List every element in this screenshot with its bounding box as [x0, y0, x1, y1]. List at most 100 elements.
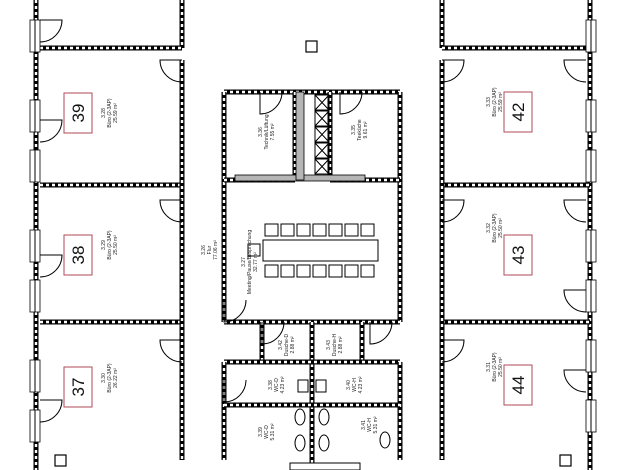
shaft-cross	[314, 126, 330, 143]
core-room-label-name: Technik/Lüftung	[264, 114, 270, 149]
chair	[264, 264, 279, 278]
core-room-label-id: 3.35	[351, 125, 357, 135]
room-number-badge: 39	[63, 92, 93, 134]
core-room-label-id: 3.40	[346, 380, 352, 390]
office-label-name: Büro (2-3AP)	[107, 98, 113, 128]
office-label-id: 3.28	[101, 108, 107, 118]
door-swing	[223, 299, 247, 323]
shaft-cell	[314, 94, 330, 111]
core-room-label-area: 5.31 m²	[270, 423, 276, 440]
room-number-box	[503, 364, 533, 406]
core-room-label-area: 77.06 m²	[213, 240, 219, 260]
room-number-badge: 43	[503, 234, 533, 276]
door-swing	[339, 91, 363, 115]
office-label-area: 25.59 m²	[113, 103, 119, 123]
shaft-cell	[314, 126, 330, 143]
office-label-area: 25.59 m²	[498, 92, 504, 112]
core-room-label-id: 3.26	[201, 245, 207, 255]
walls	[29, 0, 597, 470]
room-number: 38	[69, 246, 88, 265]
core-room-label-id: 3.41	[361, 420, 367, 430]
core-room-label-area: 4.23 m²	[358, 376, 364, 393]
core-room-label-area: 4.23 m²	[280, 376, 286, 393]
door-swing	[223, 379, 247, 403]
door-swing	[39, 399, 63, 423]
core-room-label-area: 5.31 m²	[373, 416, 379, 433]
shaft-cell	[314, 110, 330, 127]
room-number: 42	[509, 103, 528, 122]
room-number: 44	[509, 376, 528, 395]
chair	[312, 264, 327, 278]
door-swing	[563, 289, 587, 313]
door-swing	[563, 59, 587, 83]
door-swing	[259, 91, 283, 115]
staircase	[289, 462, 361, 470]
core-room-label-name: Dusche-D	[284, 333, 290, 356]
core-room-label-name: WC-D	[274, 378, 280, 392]
room-number: 43	[509, 246, 528, 265]
door-swing	[563, 369, 587, 393]
office-label-name: Büro (2-3AP)	[492, 87, 498, 117]
fixtures	[39, 19, 587, 470]
core-room-label-name: Flur	[207, 245, 213, 254]
office-label-name: Büro (2-3AP)	[107, 363, 113, 393]
core-room-label-name: Dusche-H	[332, 333, 338, 356]
core-room-label-id: 3.39	[258, 427, 264, 437]
office-label-id: 3.31	[486, 362, 492, 372]
core-room-label-name: Meeting/Pause/Besprechung	[247, 230, 253, 294]
shaft-cross	[314, 110, 330, 127]
office-label-id: 3.33	[486, 97, 492, 107]
chair	[247, 243, 261, 257]
door-swing	[39, 19, 63, 43]
office-label-area: 26.22 m²	[113, 368, 119, 388]
chair	[264, 223, 279, 237]
pipe-shaft	[295, 91, 305, 181]
column	[559, 454, 572, 467]
room-number-box	[63, 92, 93, 134]
office-label-name: Büro (2-3AP)	[492, 352, 498, 382]
office-label-name: Büro (2-3AP)	[107, 230, 113, 260]
shaft-cell	[314, 158, 330, 175]
chair	[296, 264, 311, 278]
column	[54, 454, 67, 467]
room-number-badge: 37	[63, 366, 93, 408]
door-swing	[261, 321, 285, 345]
office-label-name: Büro (2-3AP)	[492, 213, 498, 243]
chair	[328, 223, 343, 237]
toilet	[294, 408, 306, 426]
meeting-table	[262, 239, 379, 262]
office-label-area: 25.50 m²	[498, 218, 504, 238]
core-room-label-name: WC-H	[352, 378, 358, 392]
office-label-id: 3.30	[101, 373, 107, 383]
toilet	[379, 431, 391, 449]
chair	[312, 223, 327, 237]
core-room-label-area: 9.61 m²	[363, 121, 369, 138]
chair	[280, 264, 295, 278]
shaft-cross	[314, 158, 330, 175]
core-room-label-name: WC-D	[264, 425, 270, 439]
core-room-label-area: 2.88 m²	[290, 336, 296, 353]
chair	[360, 264, 375, 278]
door-swing	[441, 199, 465, 223]
room-number-box	[503, 91, 533, 133]
office-label-id: 3.32	[486, 223, 492, 233]
core-room-label-id: 3.42	[278, 340, 284, 350]
door-swing	[39, 119, 63, 143]
column	[305, 40, 318, 53]
sink	[297, 379, 309, 393]
chair	[344, 223, 359, 237]
room-number-badge: 44	[503, 364, 533, 406]
core-room-label-name: WC-H	[367, 418, 373, 432]
